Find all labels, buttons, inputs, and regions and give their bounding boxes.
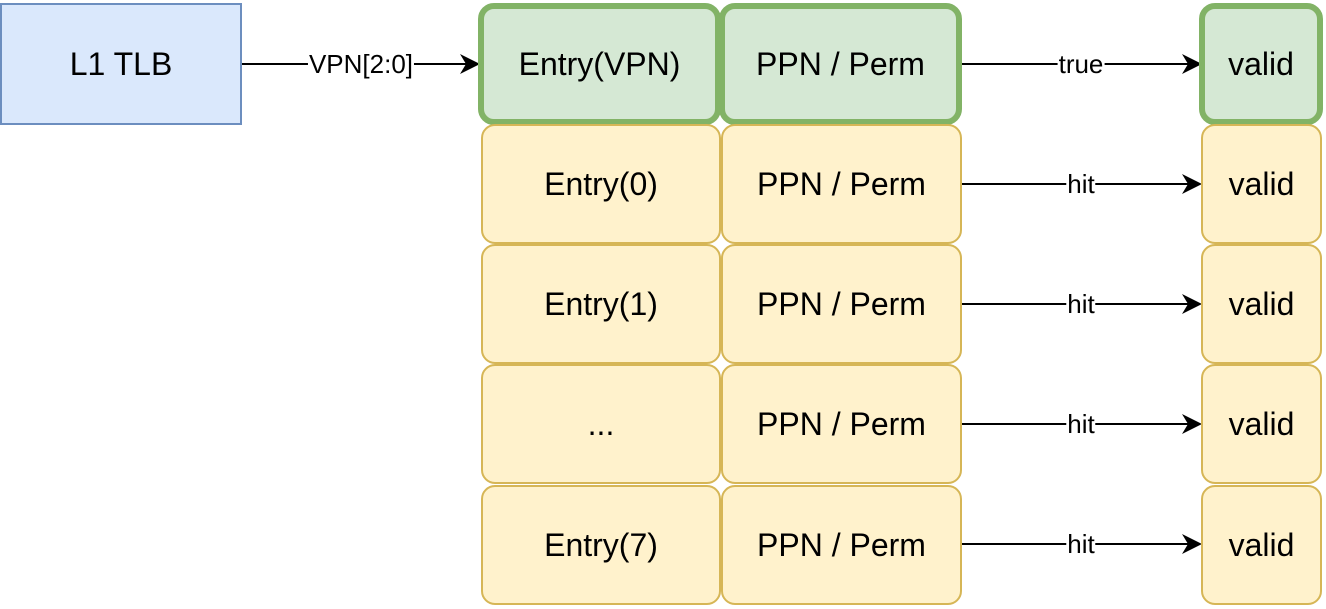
row-0-hit-label: hit xyxy=(1066,169,1096,199)
ppn-perm-label-0: PPN / Perm xyxy=(757,165,926,202)
entry-cell-ellipsis: ... xyxy=(481,364,721,484)
vpn-edge-label: VPN[2:0] xyxy=(307,49,415,79)
selected-valid-cell: valid xyxy=(1199,3,1323,125)
row-ellipsis-hit-label: hit xyxy=(1066,409,1096,439)
valid-cell-1: valid xyxy=(1201,244,1322,364)
selected-entry-cell: Entry(VPN) xyxy=(478,3,721,125)
row-7-hit-label: hit xyxy=(1066,529,1096,559)
valid-label-0: valid xyxy=(1228,165,1295,202)
selected-result-label: true xyxy=(1057,49,1105,79)
selected-entry-label: Entry(VPN) xyxy=(518,45,681,82)
selected-valid-label: valid xyxy=(1228,45,1294,82)
valid-cell-ellipsis: valid xyxy=(1201,364,1322,484)
ppn-perm-label-7: PPN / Perm xyxy=(757,526,926,563)
row-1-hit-label: hit xyxy=(1066,289,1096,319)
entry-label-0: Entry(0) xyxy=(544,165,658,202)
entry-cell-7: Entry(7) xyxy=(481,485,721,605)
selected-ppn-perm-label: PPN / Perm xyxy=(756,45,925,82)
entry-label-1: Entry(1) xyxy=(544,285,658,322)
entry-cell-1: Entry(1) xyxy=(481,244,721,364)
ppn-perm-label-1: PPN / Perm xyxy=(757,285,926,322)
entry-cell-0: Entry(0) xyxy=(481,124,721,244)
ppn-perm-cell-0: PPN / Perm xyxy=(721,124,962,244)
selected-ppn-perm-cell: PPN / Perm xyxy=(719,3,962,125)
ppn-perm-cell-ellipsis: PPN / Perm xyxy=(721,364,962,484)
valid-cell-7: valid xyxy=(1201,485,1322,605)
ppn-perm-cell-7: PPN / Perm xyxy=(721,485,962,605)
valid-label-ellipsis: valid xyxy=(1228,405,1295,442)
l1-tlb-box: L1 TLB xyxy=(0,3,242,125)
entry-label-7: Entry(7) xyxy=(544,526,658,563)
ppn-perm-cell-1: PPN / Perm xyxy=(721,244,962,364)
ppn-perm-label-ellipsis: PPN / Perm xyxy=(757,405,926,442)
l1-tlb-label: L1 TLB xyxy=(69,45,173,82)
valid-cell-0: valid xyxy=(1201,124,1322,244)
valid-label-7: valid xyxy=(1228,526,1295,563)
valid-label-1: valid xyxy=(1228,285,1295,322)
entry-label-ellipsis: ... xyxy=(587,405,615,442)
